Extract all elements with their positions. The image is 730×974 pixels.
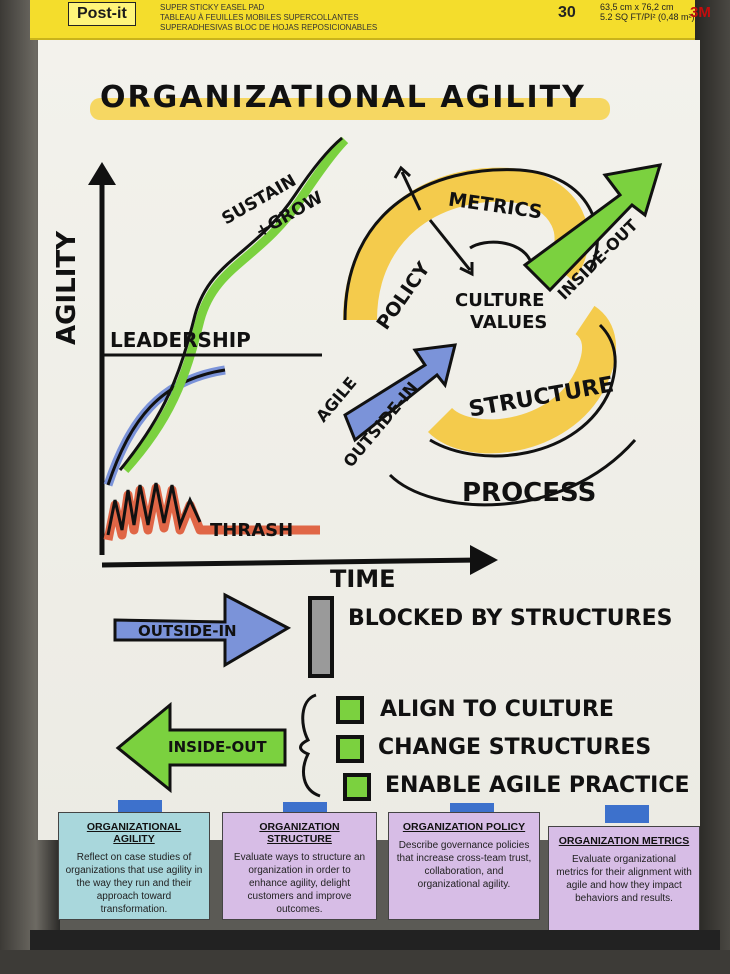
- pad-sub-3: SUPERADHESIVAS BLOC DE HOJAS REPOSICIONA…: [160, 23, 378, 32]
- curve-low: [106, 368, 226, 486]
- curve-green: [121, 136, 349, 474]
- arrow-up-left: [400, 171, 422, 211]
- legend-item-1: ALIGN TO CULTURE: [380, 697, 614, 722]
- arc-mid: [429, 323, 617, 458]
- inside-out-arrow: [522, 163, 663, 293]
- floor: [0, 950, 730, 974]
- arrow-down: [428, 219, 472, 271]
- brand-logo: Post-it: [68, 2, 136, 26]
- legend-inside-out-arrow: [115, 701, 287, 794]
- card-title: ORGANIZATIONAL AGILITY: [86, 821, 182, 845]
- pad-sub-2: TABLEAU À FEUILLES MOBILES SUPERCOLLANTE…: [160, 13, 359, 22]
- card-organization-policy: ORGANIZATION POLICY Describe governance …: [388, 812, 540, 920]
- title-highlight: [90, 98, 610, 120]
- pad-sub-1: SUPER STICKY EASEL PAD: [160, 3, 265, 12]
- legend-outside-in-arrow: [113, 592, 292, 668]
- brace: [299, 693, 321, 798]
- legend-inside-out-label: INSIDE-OUT: [168, 738, 267, 756]
- dims-1: 63,5 cm x 76,2 cm: [600, 2, 674, 12]
- x-axis: [101, 557, 481, 568]
- card-body: Describe governance policies that increa…: [396, 840, 532, 890]
- legend-item-3: ENABLE AGILE PRACTICE: [385, 773, 690, 798]
- thrash-label: THRASH: [210, 520, 294, 541]
- card-organizational-agility: ORGANIZATIONAL AGILITY Reflect on case s…: [58, 812, 210, 920]
- card-body: Evaluate ways to structure an organizati…: [233, 852, 366, 915]
- pad-dimensions: 63,5 cm x 76,2 cm 5.2 SQ FT/PI² (0,48 m²…: [600, 2, 695, 22]
- card-body: Evaluate organizational metrics for thei…: [556, 854, 692, 904]
- card-organization-metrics: ORGANIZATION METRICS Evaluate organizati…: [548, 826, 700, 934]
- tape-4: [605, 805, 649, 823]
- leadership-label: LEADERSHIP: [110, 328, 251, 352]
- values-label: VALUES: [470, 312, 548, 333]
- curve-sustain: [118, 136, 343, 471]
- arc-yellow-bottom: [427, 305, 617, 454]
- checkbox-2: [336, 735, 364, 763]
- process-label: PROCESS: [462, 478, 597, 508]
- card-body: Reflect on case studies of organizations…: [65, 852, 203, 915]
- thrash-line: [106, 482, 202, 536]
- card-title: ORGANIZATION POLICY: [402, 821, 526, 833]
- pad-description: SUPER STICKY EASEL PAD TABLEAU À FEUILLE…: [160, 3, 400, 33]
- checkbox-3: [343, 773, 371, 801]
- card-organization-structure: ORGANIZATION STRUCTURE Evaluate ways to …: [222, 812, 377, 920]
- culture-label: CULTURE: [455, 290, 545, 311]
- dims-2: 5.2 SQ FT/PI² (0,48 m²): [600, 12, 695, 22]
- easel-ledge: [30, 930, 720, 950]
- card-title: ORGANIZATION STRUCTURE: [259, 821, 340, 845]
- outside-in-arrow: [343, 343, 457, 443]
- page-title: ORGANIZATIONAL AGILITY: [100, 80, 586, 115]
- legend-item-2: CHANGE STRUCTURES: [378, 735, 652, 760]
- blocked-label: BLOCKED BY STRUCTURES: [348, 606, 673, 631]
- maker-logo: 3M: [690, 4, 711, 21]
- arc-process: [388, 439, 637, 507]
- easel-pad-header: Post-it SUPER STICKY EASEL PAD TABLEAU À…: [30, 0, 711, 40]
- checkbox-1: [336, 696, 364, 724]
- card-title: ORGANIZATION METRICS: [558, 835, 690, 847]
- block-bar: [308, 596, 334, 678]
- sheet-count: 30: [558, 4, 576, 21]
- y-axis-arrow: [88, 162, 116, 185]
- y-axis-label: AGILITY: [52, 231, 82, 345]
- arc-inner: [469, 240, 532, 261]
- legend-outside-in-label: OUTSIDE-IN: [138, 622, 237, 640]
- x-axis-label: TIME: [330, 565, 396, 593]
- x-axis-arrow: [470, 545, 498, 575]
